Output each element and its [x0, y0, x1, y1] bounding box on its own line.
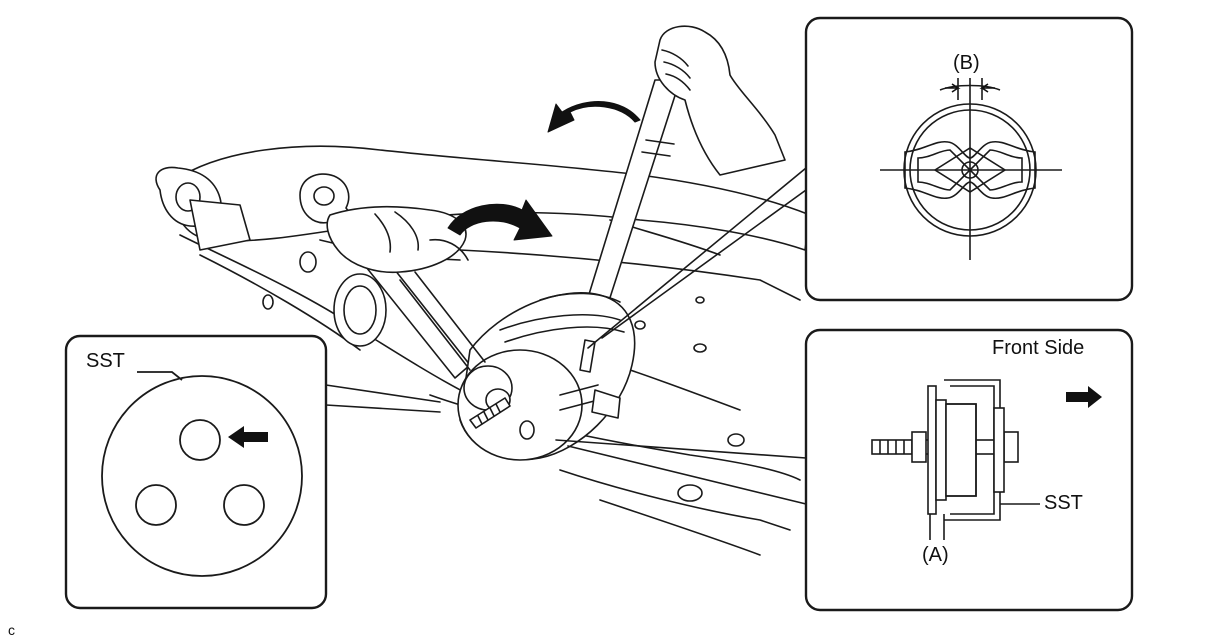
- curved-arrow-left-icon: [547, 101, 641, 133]
- sst-hole-right: [223, 484, 265, 526]
- callout-leaders: [325, 167, 807, 505]
- callout-a-label: (A): [922, 544, 949, 566]
- left-hand: [326, 205, 469, 274]
- sst-hole-top: [179, 419, 221, 461]
- sst-tool: [399, 271, 636, 461]
- sst-hole-left: [135, 484, 177, 526]
- callout-front-side-box: [804, 328, 1134, 612]
- dimension-arrow-b-left: [945, 83, 961, 93]
- callout-b-label: (B): [953, 52, 980, 74]
- sst-right-label: SST: [1044, 492, 1083, 514]
- callout-b-box: [804, 16, 1134, 302]
- main-illustration: [155, 25, 811, 556]
- sst-left-label: SST: [86, 350, 125, 372]
- dimension-arrow-b-right: [979, 83, 995, 93]
- arrow-left-icon: [228, 426, 268, 448]
- curved-arrow-right-icon: [447, 199, 553, 241]
- arrow-right-icon: [1066, 386, 1102, 408]
- right-hand: [654, 25, 786, 176]
- front-side-label: Front Side: [992, 337, 1085, 359]
- callout-sst-box: [64, 334, 328, 610]
- corner-code-label: c: [8, 622, 15, 638]
